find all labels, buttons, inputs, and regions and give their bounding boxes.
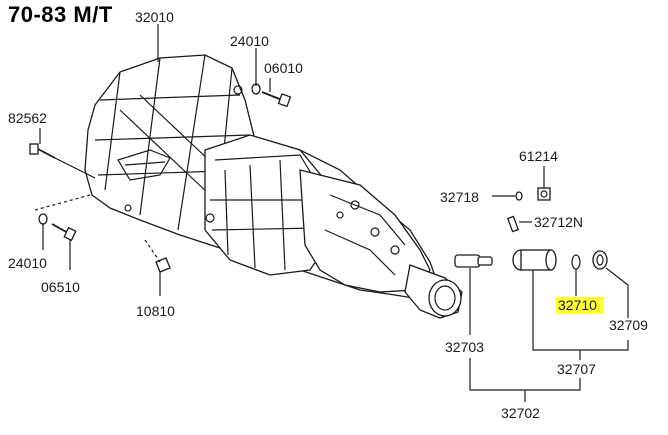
bolt-06010 [261, 91, 292, 108]
label-82562: 82562 [8, 110, 47, 126]
o-ring-32710 [571, 254, 581, 270]
label-32702: 32702 [501, 405, 540, 421]
label-32703: 32703 [445, 339, 484, 355]
label-24010-top: 24010 [230, 33, 269, 49]
plug-10810 [155, 257, 171, 273]
switch-61214 [537, 187, 551, 201]
bolt-06510 [51, 223, 77, 242]
label-61214: 61214 [519, 148, 558, 164]
label-32712N: 32712N [534, 214, 583, 230]
speedometer-assembly-32703 [454, 254, 493, 268]
label-32709: 32709 [609, 317, 648, 333]
label-32010: 32010 [135, 9, 174, 25]
highlight-32710 [556, 297, 604, 314]
label-06010: 06010 [264, 60, 303, 76]
label-24010-left: 24010 [8, 255, 47, 271]
label-32718: 32718 [440, 189, 479, 205]
washer-24010-left [38, 213, 48, 225]
label-06510: 06510 [41, 279, 80, 295]
label-10810: 10810 [136, 303, 175, 319]
pinion-sleeve-32707 [512, 249, 557, 271]
diagram-title: 70-83 M/T [8, 2, 113, 27]
leader-lines [34, 24, 629, 402]
washer-32718 [515, 191, 523, 201]
pin-32712N [506, 215, 520, 233]
oil-seal-32709 [592, 250, 608, 270]
bolt-82562 [29, 143, 56, 159]
label-32710: 32710 [558, 297, 597, 313]
transmission-assembly [84, 54, 463, 319]
label-32707: 32707 [557, 361, 596, 377]
